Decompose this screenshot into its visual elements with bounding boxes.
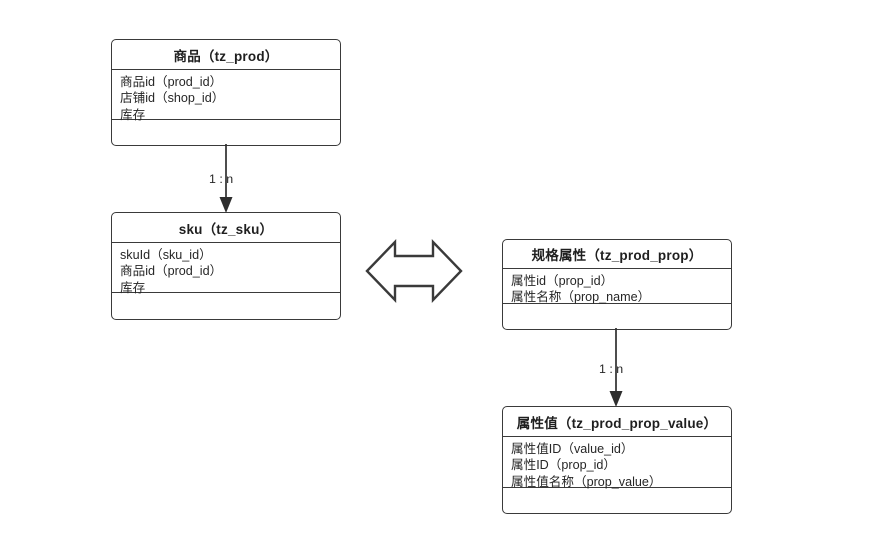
attribute-row: skuId（sku_id）: [120, 248, 212, 262]
attribute-row: 店铺id（shop_id）: [120, 91, 225, 106]
entity-title-tz-prod-prop-value: 属性值（tz_prod_prop_value）: [503, 407, 731, 437]
entity-box-tz-prod-prop[interactable]: 规格属性（tz_prod_prop） 属性id（prop_id） 属性名称（pr…: [502, 239, 732, 330]
attribute-row: 属性ID（prop_id）: [511, 458, 616, 473]
entity-attributes-tz-prod-prop-value: 属性值ID（value_id） 属性ID（prop_id） 属性值名称（prop…: [503, 437, 731, 489]
attribute-row: 商品id（prod_id）: [120, 75, 223, 89]
entity-box-tz-sku[interactable]: sku（tz_sku） skuId（sku_id） 商品id（prod_id） …: [111, 212, 341, 320]
connector-prod-to-sku: [219, 144, 233, 213]
attribute-row: 属性值名称（prop_value）: [511, 474, 662, 489]
entity-title-tz-prod-prop: 规格属性（tz_prod_prop）: [503, 240, 731, 269]
entity-title-tz-prod: 商品（tz_prod）: [112, 40, 340, 70]
entity-box-tz-prod[interactable]: 商品（tz_prod） 商品id（prod_id） 店铺id（shop_id） …: [111, 39, 341, 146]
attribute-row: 属性值ID（value_id）: [511, 442, 634, 456]
entity-footer-tz-prod-prop: [503, 304, 731, 328]
double-headed-arrow-icon: [365, 239, 463, 303]
attribute-row: 属性名称（prop_name）: [511, 290, 651, 305]
entity-footer-tz-prod: [112, 120, 340, 143]
cardinality-label-prod-sku: 1 : n: [209, 172, 234, 186]
attribute-row: 商品id（prod_id）: [120, 264, 223, 279]
entity-attributes-tz-sku: skuId（sku_id） 商品id（prod_id） 库存: [112, 243, 340, 295]
entity-footer-tz-prod-prop-value: [503, 488, 731, 512]
connector-prop-to-prop-value: [609, 328, 623, 407]
entity-title-tz-sku: sku（tz_sku）: [112, 213, 340, 243]
attribute-row: 库存: [120, 280, 146, 295]
entity-attributes-tz-prod-prop: 属性id（prop_id） 属性名称（prop_name）: [503, 269, 731, 304]
entity-footer-tz-sku: [112, 293, 340, 318]
attribute-row: 库存: [120, 107, 146, 122]
entity-box-tz-prod-prop-value[interactable]: 属性值（tz_prod_prop_value） 属性值ID（value_id） …: [502, 406, 732, 514]
attribute-row: 属性id（prop_id）: [511, 274, 614, 288]
cardinality-label-prop-value: 1 : n: [599, 362, 624, 376]
entity-attributes-tz-prod: 商品id（prod_id） 店铺id（shop_id） 库存: [112, 70, 340, 122]
